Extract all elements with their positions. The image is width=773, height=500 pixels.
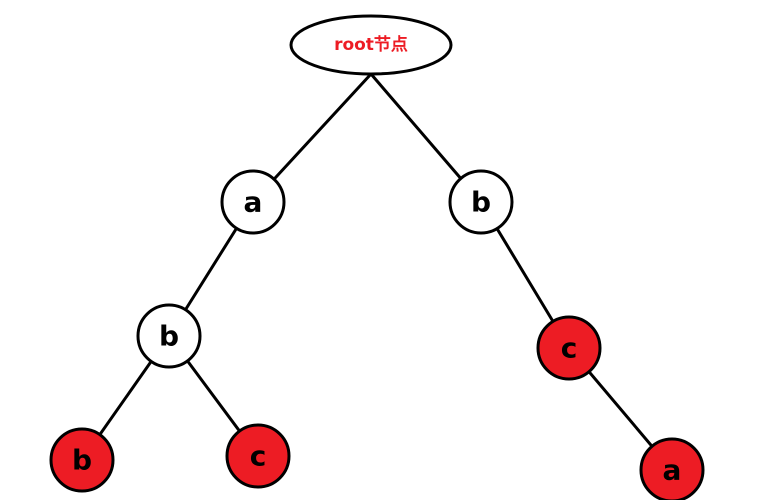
root-node: root节点	[289, 14, 453, 76]
tree-node-b2: b	[136, 303, 202, 369]
node-circle-c1	[536, 315, 602, 381]
tree-node-a2: a	[639, 437, 705, 500]
root-node-ellipse	[289, 14, 453, 76]
node-label-b2: b	[159, 320, 179, 353]
tree-node-a1: a	[220, 169, 286, 235]
node-label-b1: b	[471, 186, 491, 219]
tree-node-b3: b	[49, 427, 115, 493]
node-circle-a2	[639, 437, 705, 500]
node-label-b3: b	[72, 444, 92, 477]
tree-node-c2: c	[225, 423, 291, 489]
tree-node-c1: c	[536, 315, 602, 381]
node-circle-b1	[448, 169, 514, 235]
node-label-a2: a	[663, 454, 682, 487]
node-circle-a1	[220, 169, 286, 235]
node-label-c1: c	[561, 332, 578, 365]
nodes-layer: root节点 a b b c b c a	[49, 14, 705, 500]
edges-layer	[80, 72, 674, 472]
node-label-a1: a	[244, 186, 263, 219]
node-circle-b2	[136, 303, 202, 369]
node-label-c2: c	[250, 440, 267, 473]
root-node-label: root节点	[334, 34, 408, 55]
node-circle-c2	[225, 423, 291, 489]
node-circle-b3	[49, 427, 115, 493]
tree-node-b1: b	[448, 169, 514, 235]
